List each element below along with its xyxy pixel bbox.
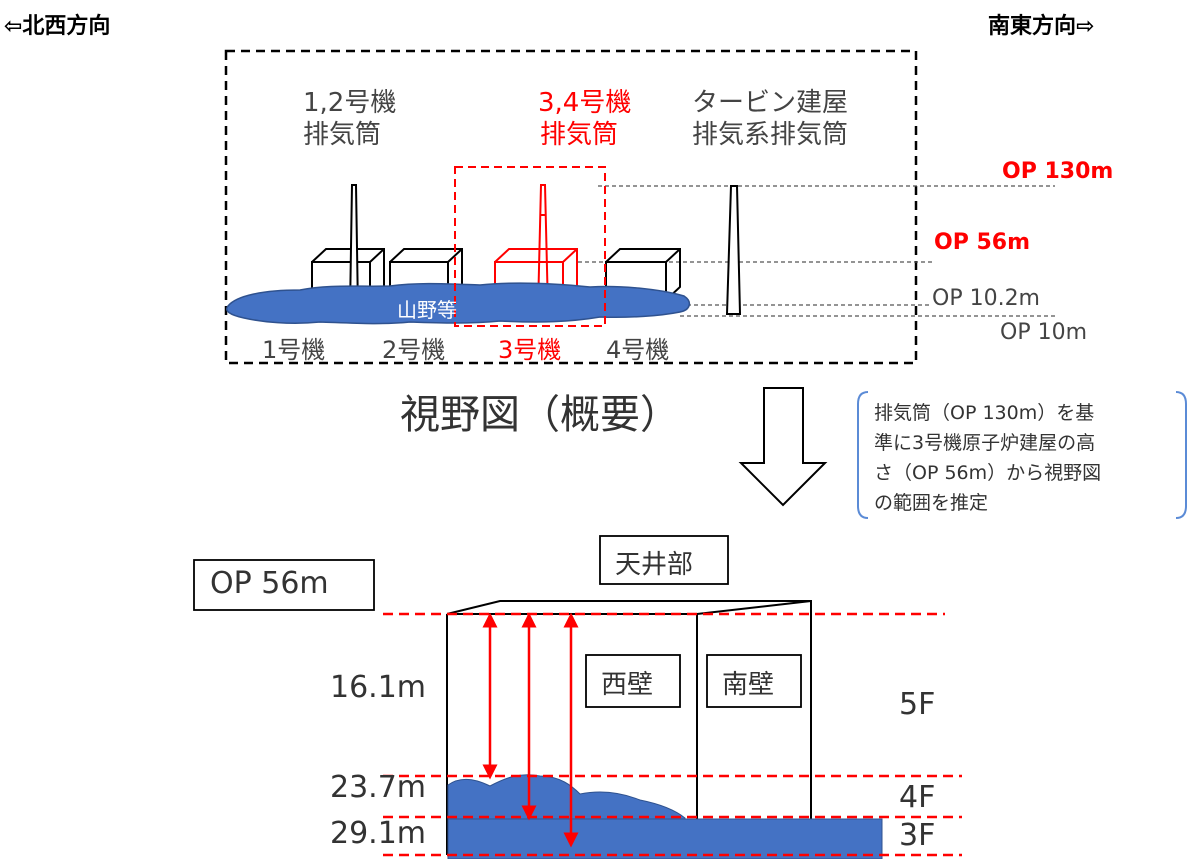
northwest-direction-label: ⇦北西方向 bbox=[4, 14, 111, 39]
op10-2-label: OP 10.2m bbox=[932, 286, 1040, 311]
down-arrow bbox=[738, 387, 828, 507]
floor3-fill bbox=[447, 818, 883, 859]
op56-box-label: OP 56m bbox=[210, 566, 329, 601]
op56-label: OP 56m bbox=[934, 230, 1031, 255]
note-line-3: さ（OP 56m）から視野図 bbox=[874, 462, 1102, 484]
southeast-direction-label: 南東方向⇨ bbox=[988, 14, 1095, 39]
view-caption: 視野図（概要） bbox=[400, 392, 680, 438]
south-wall-frame bbox=[706, 654, 802, 708]
turbine-stack-label-line2: 排気系排気筒 bbox=[692, 120, 849, 150]
fov-box bbox=[454, 166, 606, 327]
stack-34-label-line2: 排気筒 bbox=[540, 120, 619, 150]
note-bracket bbox=[857, 391, 1187, 519]
floor-label-5f: 5F bbox=[899, 687, 936, 722]
mountain-label: 山野等 bbox=[397, 298, 457, 322]
west-wall-label: 西壁 bbox=[601, 670, 654, 700]
note-line-1: 排気筒（OP 130m）を基 bbox=[874, 402, 1095, 424]
stack-12-label-line1: 1,2号機 bbox=[303, 88, 397, 118]
south-wall-label: 南壁 bbox=[722, 670, 775, 700]
stack-34-label-line1: 3,4号機 bbox=[538, 88, 632, 118]
unit-1-label: 1号機 bbox=[262, 336, 326, 364]
op10-label: OP 10m bbox=[1000, 320, 1088, 345]
floor-label-4f: 4F bbox=[899, 780, 936, 815]
debris-blob bbox=[447, 774, 686, 820]
op130-label: OP 130m bbox=[1002, 159, 1114, 184]
note-line-4: の範囲を推定 bbox=[874, 492, 989, 514]
floor-label-3f: 3F bbox=[899, 818, 936, 853]
roof-label: 天井部 bbox=[615, 550, 694, 580]
note-line-2: 準に3号機原子炉建屋の高 bbox=[874, 432, 1096, 454]
height-label-16: 16.1m bbox=[330, 670, 427, 705]
unit-3-label: 3号機 bbox=[498, 336, 562, 364]
turbine-stack-shape bbox=[725, 185, 742, 315]
unit-2-label: 2号機 bbox=[382, 336, 446, 364]
op56-box-frame bbox=[193, 559, 375, 611]
unit-4-label: 4号機 bbox=[606, 336, 670, 364]
stack-12-label-line2: 排気筒 bbox=[303, 120, 382, 150]
height-label-23: 23.7m bbox=[330, 770, 427, 805]
roof-label-frame bbox=[599, 535, 729, 585]
height-label-29: 29.1m bbox=[330, 816, 427, 851]
turbine-stack-label-line1: タービン建屋 bbox=[692, 88, 849, 118]
west-wall-frame bbox=[585, 654, 681, 708]
view-frame bbox=[224, 49, 918, 365]
mountain-blob bbox=[226, 282, 691, 325]
